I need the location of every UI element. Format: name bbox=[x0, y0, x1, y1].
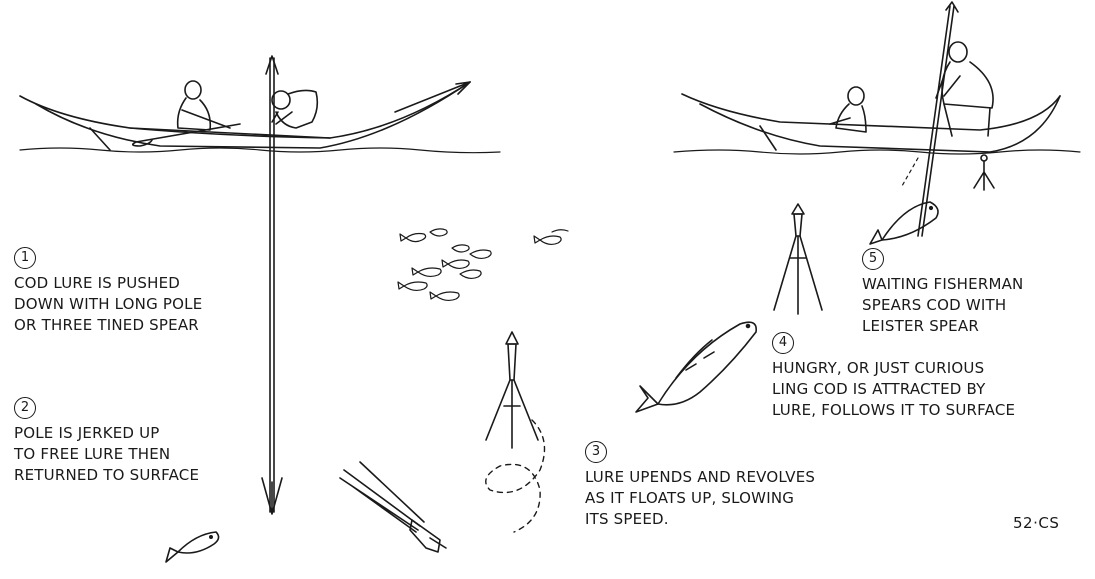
person-paddler-left bbox=[132, 80, 241, 147]
lure-midwater bbox=[773, 203, 823, 315]
caption-line: LURE, FOLLOWS IT TO SURFACE bbox=[772, 401, 1016, 419]
caption-line: TO FREE LURE THEN bbox=[14, 445, 171, 463]
step-3-caption: 3 LURE UPENDS AND REVOLVES AS IT FLOATS … bbox=[585, 440, 815, 530]
lure-tumbling bbox=[339, 461, 447, 553]
caption-line: LURE UPENDS AND REVOLVES bbox=[585, 468, 816, 486]
person-paddler-right bbox=[829, 86, 867, 133]
step-4-caption: 4 HUNGRY, OR JUST CURIOUS LING COD IS AT… bbox=[772, 331, 1015, 421]
small-fish-bottom bbox=[165, 531, 220, 563]
fish-school bbox=[397, 228, 569, 302]
step-1-caption: 1 COD LURE IS PUSHED DOWN WITH LONG POLE… bbox=[14, 246, 202, 336]
person-pole-pusher-left bbox=[271, 89, 319, 129]
lure-at-surface bbox=[973, 154, 995, 191]
caption-line: AS IT FLOATS UP, SLOWING bbox=[585, 489, 795, 507]
step-number: 4 bbox=[772, 332, 794, 354]
caption-line: HUNGRY, OR JUST CURIOUS bbox=[772, 359, 985, 377]
caption-line: RETURNED TO SURFACE bbox=[14, 466, 200, 484]
caption-line: OR THREE TINED SPEAR bbox=[14, 316, 199, 334]
step-number: 5 bbox=[862, 248, 884, 270]
caption-line: POLE IS JERKED UP bbox=[14, 424, 160, 442]
caption-line: SPEARS COD WITH bbox=[862, 296, 1007, 314]
caption-line: WAITING FISHERMAN bbox=[862, 275, 1024, 293]
caption-line: LING COD IS ATTRACTED BY bbox=[772, 380, 986, 398]
caption-line: DOWN WITH LONG POLE bbox=[14, 295, 203, 313]
canoe-left bbox=[19, 81, 471, 151]
step-number: 1 bbox=[14, 247, 36, 269]
step-number: 3 bbox=[585, 441, 607, 463]
ling-cod bbox=[635, 321, 757, 413]
speared-cod bbox=[869, 201, 939, 245]
caption-line: LEISTER SPEAR bbox=[862, 317, 979, 335]
caption-line: COD LURE IS PUSHED bbox=[14, 274, 181, 292]
person-spearman-right bbox=[935, 41, 994, 137]
water-surface-left bbox=[19, 147, 501, 154]
caption-line: ITS SPEED. bbox=[585, 510, 669, 528]
lure-splash-dotted bbox=[901, 157, 919, 187]
figure-code: 52·CS bbox=[1013, 514, 1060, 532]
step-5-caption: 5 WAITING FISHERMAN SPEARS COD WITH LEIS… bbox=[862, 247, 1023, 337]
canoe-right bbox=[681, 93, 1061, 153]
long-pole bbox=[261, 55, 283, 515]
lure-upright bbox=[485, 331, 539, 449]
leister-spear bbox=[917, 1, 959, 237]
lure-path-dotted bbox=[485, 419, 546, 533]
water-surface-right bbox=[673, 149, 1081, 155]
step-number: 2 bbox=[14, 397, 36, 419]
step-2-caption: 2 POLE IS JERKED UP TO FREE LURE THEN RE… bbox=[14, 396, 199, 486]
